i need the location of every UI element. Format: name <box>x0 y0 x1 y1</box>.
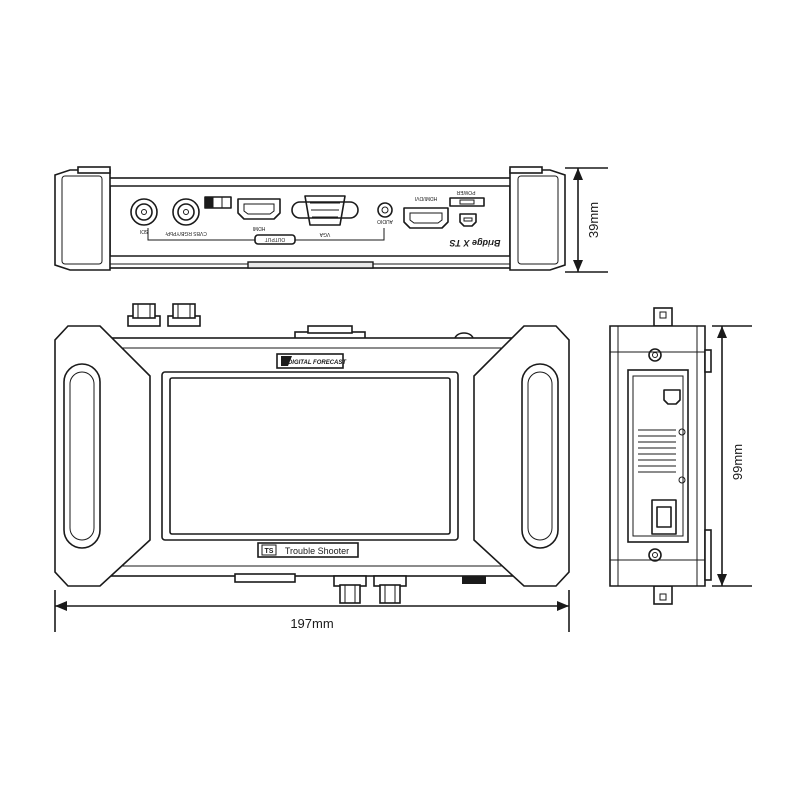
power-button: POWER <box>449 189 485 207</box>
port-label-hdmi-dvi: HDMI/DVI <box>415 195 438 201</box>
height-dimension: 39mm <box>565 167 608 273</box>
side-bottom-tab <box>653 585 673 605</box>
bridge-logo-text: Bridge X TS <box>449 238 500 248</box>
front-top-bnc-right <box>167 303 201 327</box>
cvbs-connector: CVBS RGB/YPbPr <box>165 198 207 236</box>
port-label-sdi: SDI <box>140 228 148 234</box>
bridge-logo: Bridge X TS <box>449 238 500 248</box>
side-screw-top <box>648 348 662 362</box>
side-switch <box>651 499 677 535</box>
lcd-screen <box>169 377 451 535</box>
brand-plate: DIGITAL FORECAST <box>276 353 347 369</box>
port-label-power: POWER <box>456 189 475 195</box>
vga-port: VGA <box>291 195 359 237</box>
front-bottom-bnc-right <box>373 575 407 604</box>
brand-label: DIGITAL FORECAST <box>288 360 347 366</box>
depth-dimension-label: 99mm <box>730 444 745 480</box>
product-label: Trouble Shooter <box>285 546 349 556</box>
top-view: SDI CVBS RGB/YPbPr HDMI <box>54 166 608 273</box>
front-bottom-jack <box>462 576 486 584</box>
side-inner-panel <box>627 369 689 543</box>
front-bottom-port <box>234 573 296 583</box>
toggle-switch <box>204 196 232 209</box>
front-bottom-bnc-left <box>333 575 367 604</box>
front-view: DIGITAL FORECAST TS Trouble Shooter <box>54 303 570 632</box>
port-label-output: OUTPUT <box>265 236 286 242</box>
port-label-vga: VGA <box>319 231 330 237</box>
product-badge: TS <box>265 548 274 555</box>
top-view-left-bumper <box>54 169 111 271</box>
product-plate: TS Trouble Shooter <box>257 542 359 558</box>
width-dimension-label: 197mm <box>290 616 333 631</box>
width-dimension: 197mm <box>54 590 570 632</box>
side-screw-bottom <box>648 548 662 562</box>
port-label-audio: AUDIO <box>377 218 393 224</box>
hdmi-dvi-port: HDMI/DVI <box>403 195 449 229</box>
top-view-right-bumper <box>509 169 566 271</box>
sdi-connector: SDI <box>130 198 158 234</box>
front-top-bnc-left <box>127 303 161 327</box>
side-knob-top <box>704 349 712 373</box>
screen-bezel <box>161 371 459 541</box>
height-dimension-label: 39mm <box>586 202 601 238</box>
top-view-foot <box>247 261 374 269</box>
depth-dimension: 99mm <box>712 325 752 587</box>
hdmi-port-out: HDMI <box>237 198 281 231</box>
side-knob-bottom <box>704 529 712 581</box>
output-bracket: OUTPUT <box>147 228 385 245</box>
port-label-cvbs: CVBS RGB/YPbPr <box>165 230 207 236</box>
side-usb-port <box>663 389 681 405</box>
audio-jack: AUDIO <box>377 202 393 224</box>
side-view: 99mm <box>609 307 752 605</box>
side-top-tab <box>653 307 673 327</box>
side-vents <box>638 429 676 473</box>
mini-usb-port <box>459 213 477 227</box>
port-label-hdmi: HDMI <box>253 225 266 231</box>
